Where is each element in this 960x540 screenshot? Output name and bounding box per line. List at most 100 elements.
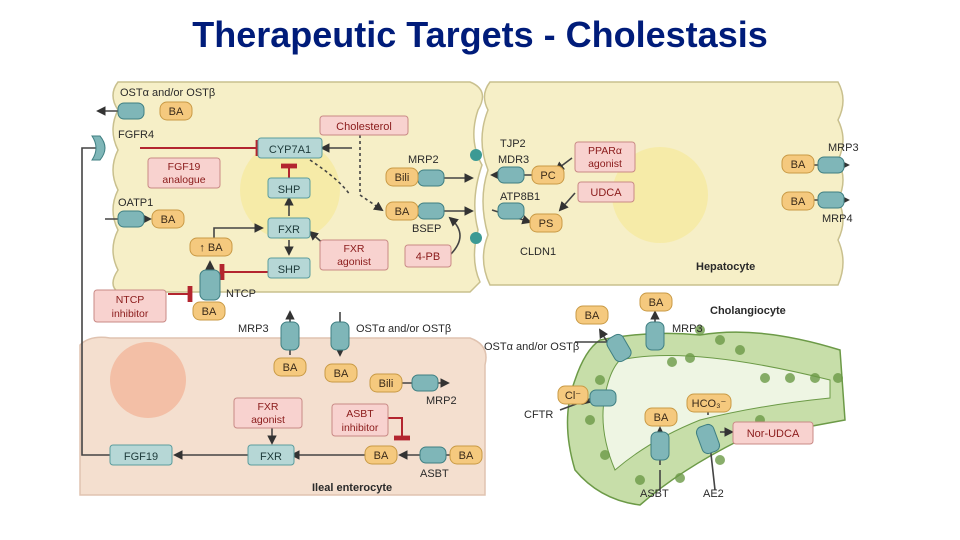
svg-text:↑ BA: ↑ BA [199,242,223,254]
mrp2-ileal-transporter [411,374,439,392]
udca-box: UDCA [577,181,635,203]
svg-text:PC: PC [540,170,555,182]
mrp4-transporter [817,191,845,209]
svg-text:Bili: Bili [379,378,394,390]
bsep-transporter [417,202,445,220]
svg-text:BA: BA [161,214,176,226]
svg-text:BA: BA [649,297,664,309]
four-pb-label: 4-PB [416,251,440,263]
fgf19-analogue-box: FGF19 analogue [147,157,221,189]
cldn1-label: CLDN1 [520,246,556,258]
cldn1-junction [470,232,482,244]
mrp2-hep-label: MRP2 [408,154,439,166]
svg-text:BA: BA [334,368,349,380]
shp-top-label: SHP [278,184,301,196]
svg-text:BA: BA [459,450,474,462]
svg-text:BA: BA [374,450,389,462]
drug-boxes: FGF19 analogue FXR agonist PPARα agonist… [93,141,814,445]
svg-text:BA: BA [395,206,410,218]
mrp3-ileal-label: MRP3 [238,323,269,335]
ba-pill-asbt-out: BA [449,445,483,465]
bsep-label: BSEP [412,223,441,235]
ileal-nucleus [110,342,186,418]
tjp2-junction [470,149,482,161]
fgfr4-label: FGFR4 [118,129,154,141]
svg-text:PS: PS [539,218,554,230]
ba-pill-up: ↑ BA [189,237,233,257]
svg-text:BA: BA [654,412,669,424]
cyp7a1-label: CYP7A1 [269,144,311,156]
mrp2-transporter [417,169,445,187]
asbt-chol-transporter [650,431,670,461]
ppar-agonist-line1: PPARα [588,145,622,157]
fxr-agonist-ileal-line1: FXR [258,401,279,413]
tjp2-label: TJP2 [500,138,526,150]
bili-pill-ileal: Bili [369,373,403,393]
ba-pill-oatp: BA [151,209,185,229]
mrp3-ileal-transporter [280,321,300,351]
svg-text:BA: BA [585,310,600,322]
ntcp-inhibitor-box: NTCP inhibitor [93,289,167,323]
shp-bottom-box: SHP [267,257,311,279]
four-pb-box: 4-PB [404,244,452,268]
ba-pill-ntcp: BA [192,301,226,321]
ba-pill-ileal1: BA [273,357,307,377]
fxr-agonist-hep-line2: agonist [337,256,371,268]
oatp1-transporter [117,210,145,228]
ba-pill-mrp4: BA [781,191,815,211]
ae2-label: AE2 [703,488,724,500]
ppar-agonist-line2: agonist [588,158,622,170]
nor-udca-box: Nor-UDCA [732,421,814,445]
ileal-enterocyte-label: Ileal enterocyte [312,482,392,494]
ost-chol-label: OSTα and/or OSTβ [484,341,579,353]
atp8b1-transporter [497,202,525,220]
ae2-transporter [695,423,721,455]
shp-bottom-label: SHP [278,264,301,276]
ntcp-label: NTCP [226,288,256,300]
mrp4-right-label: MRP4 [822,213,853,225]
fgf19-analogue-line2: analogue [162,174,205,186]
asbt-ileal-transporter [419,446,447,464]
svg-text:BA: BA [202,306,217,318]
cholesterol-label: Cholesterol [336,121,392,133]
fxr-ileal-box: FXR [247,444,295,466]
fxr-agonist-ileal-box: FXR agonist [233,397,303,429]
ba-pill-ileal2: BA [324,363,358,383]
mrp3-chol-transporter [645,321,665,351]
ost-top-label: OSTα and/or OSTβ [120,87,215,99]
ba-pill-asbt-in: BA [364,445,398,465]
shp-top-box: SHP [267,177,311,199]
ba-pill-mrp3: BA [781,154,815,174]
mdr3-label: MDR3 [498,154,529,166]
teal-boxes: CYP7A1 Cholesterol SHP FXR SHP FXR FGF19 [109,115,409,466]
oatp1-label: OATP1 [118,197,153,209]
diagram-labels: OSTα and/or OSTβ FGFR4 OATP1 TJP2 MRP2 M… [118,87,859,500]
fgf19-label: FGF19 [124,451,158,463]
atp8b1-label: ATP8B1 [500,191,540,203]
cftr-transporter [589,389,617,407]
cftr-label: CFTR [524,409,553,421]
ba-pill-chol-top: BA [639,292,673,312]
ppar-agonist-box: PPARα agonist [574,141,636,173]
right-hepatocyte-nucleus [612,147,708,243]
asbt-inhibitor-line2: inhibitor [342,422,379,434]
hco3-pill: HCO₃⁻ [686,393,732,413]
udca-label: UDCA [590,187,622,199]
svg-text:Cl⁻: Cl⁻ [565,390,581,402]
asbt-ileal-label: ASBT [420,468,449,480]
asbt-inhibitor-line1: ASBT [346,408,374,420]
nor-udca-label: Nor-UDCA [747,428,800,440]
svg-text:BA: BA [791,159,806,171]
fgfr4-receptor [91,135,106,161]
pc-pill: PC [531,165,565,185]
mrp3-chol-label: MRP3 [672,323,703,335]
svg-text:BA: BA [791,196,806,208]
fxr-ileal-label: FXR [260,451,282,463]
ntcp-inhibitor-line2: inhibitor [112,308,149,320]
transporters [91,102,845,464]
ba-pill-chol-left: BA [575,305,609,325]
ntcp-transporter [199,269,221,301]
ost-ileal-transporter [330,321,350,351]
mrp2-ileal-label: MRP2 [426,395,457,407]
